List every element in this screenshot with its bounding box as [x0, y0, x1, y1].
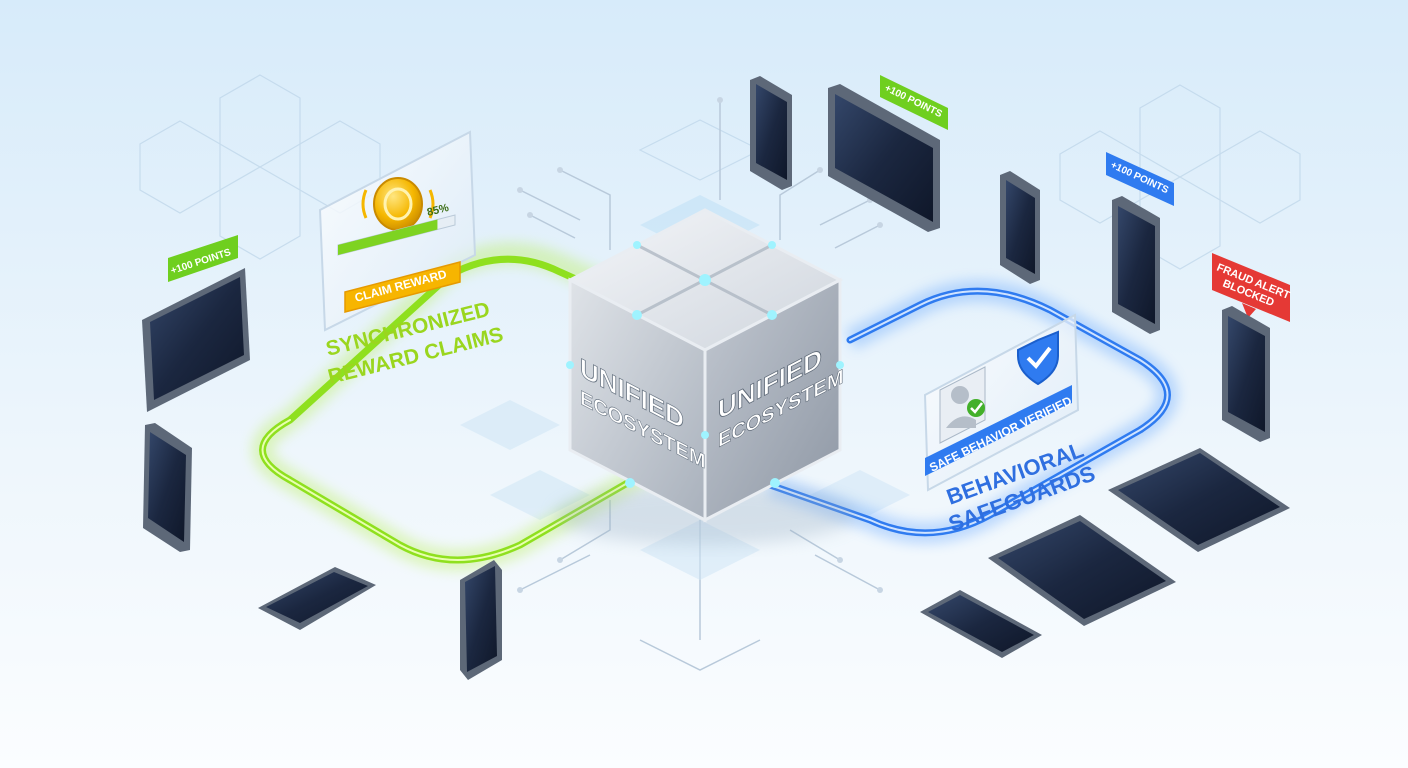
progress-percent-label: 85%	[426, 202, 450, 219]
user-check-icon	[939, 366, 986, 444]
phone-device	[920, 590, 1042, 658]
cube-nodes	[566, 241, 844, 488]
circuit-lines	[519, 100, 881, 671]
shield-check-icon	[1017, 330, 1059, 386]
cube-right-face	[703, 277, 842, 523]
tablet-device	[828, 84, 940, 232]
tablet-device	[142, 268, 250, 412]
phone-device	[143, 423, 192, 552]
phone-device	[1000, 171, 1040, 284]
phone-device	[460, 560, 502, 680]
reward-progress-bar	[337, 214, 456, 256]
phone-device	[1222, 306, 1270, 442]
coin-icon	[361, 177, 435, 231]
tablet-device	[988, 515, 1176, 626]
phone-device	[750, 76, 792, 190]
phone-device	[1112, 196, 1160, 334]
unified-ecosystem-cube: UNIFIED ECOSYSTEM UNIFIED ECOSYSTEM	[555, 208, 855, 545]
circuit-dots	[517, 97, 883, 593]
blue-safeguard-loop	[766, 280, 1179, 544]
phone-device	[258, 567, 376, 630]
devices	[142, 76, 1290, 680]
tablet-device	[1108, 448, 1290, 552]
